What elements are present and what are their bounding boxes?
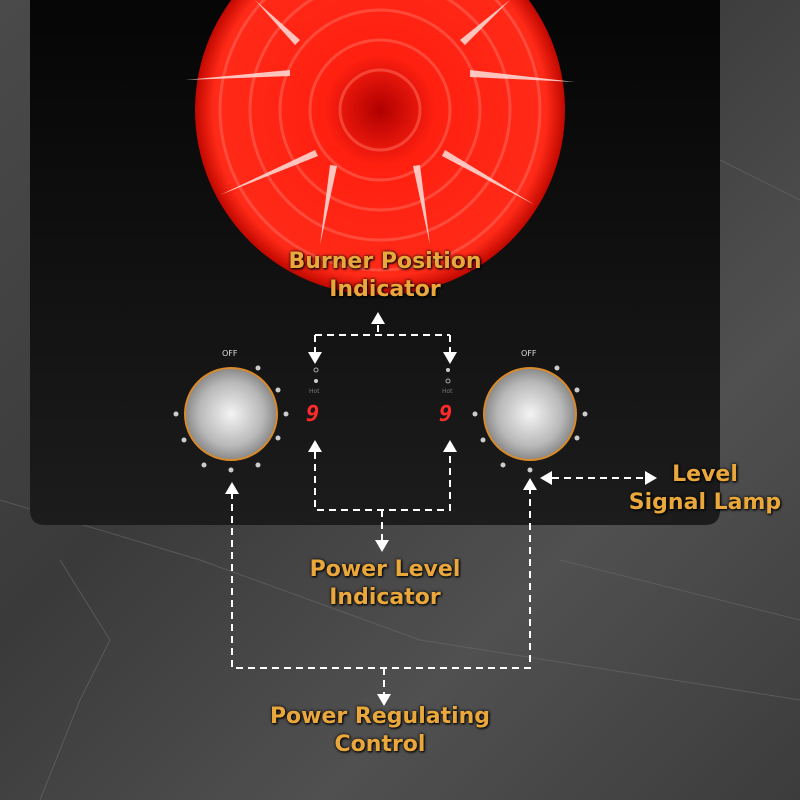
label-line: Control <box>334 732 426 757</box>
power-regulating-label: Power Regulating Control <box>230 703 530 759</box>
label-line: Power Regulating <box>269 704 491 729</box>
hot-label-left: Hot <box>309 388 320 395</box>
level-signal-lamps <box>173 365 588 473</box>
off-label-left: OFF <box>222 349 238 358</box>
off-label-right: OFF <box>521 349 537 358</box>
label-line: Level <box>672 462 738 487</box>
label-line: Indicator <box>329 277 441 302</box>
label-line: Burner Position <box>288 249 482 274</box>
marble-veins <box>0 159 800 800</box>
power-level-display-right: 9 <box>439 402 453 427</box>
knob-left[interactable] <box>184 367 278 461</box>
level-signal-label: Level Signal Lamp <box>615 461 795 517</box>
burner-coil <box>218 0 542 272</box>
label-line: Indicator <box>329 585 441 610</box>
label-line: Signal Lamp <box>628 490 782 515</box>
power-level-label: Power Level Indicator <box>255 556 515 612</box>
burner-position-label: Burner Position Indicator <box>240 248 530 304</box>
knob-right[interactable] <box>483 367 577 461</box>
power-level-display-left: 9 <box>306 402 320 427</box>
callout-lines <box>231 325 645 694</box>
label-line: Power Level <box>309 557 461 582</box>
hot-label-right: Hot <box>442 388 453 395</box>
arrowheads <box>225 312 657 706</box>
heat-rays <box>185 0 575 245</box>
